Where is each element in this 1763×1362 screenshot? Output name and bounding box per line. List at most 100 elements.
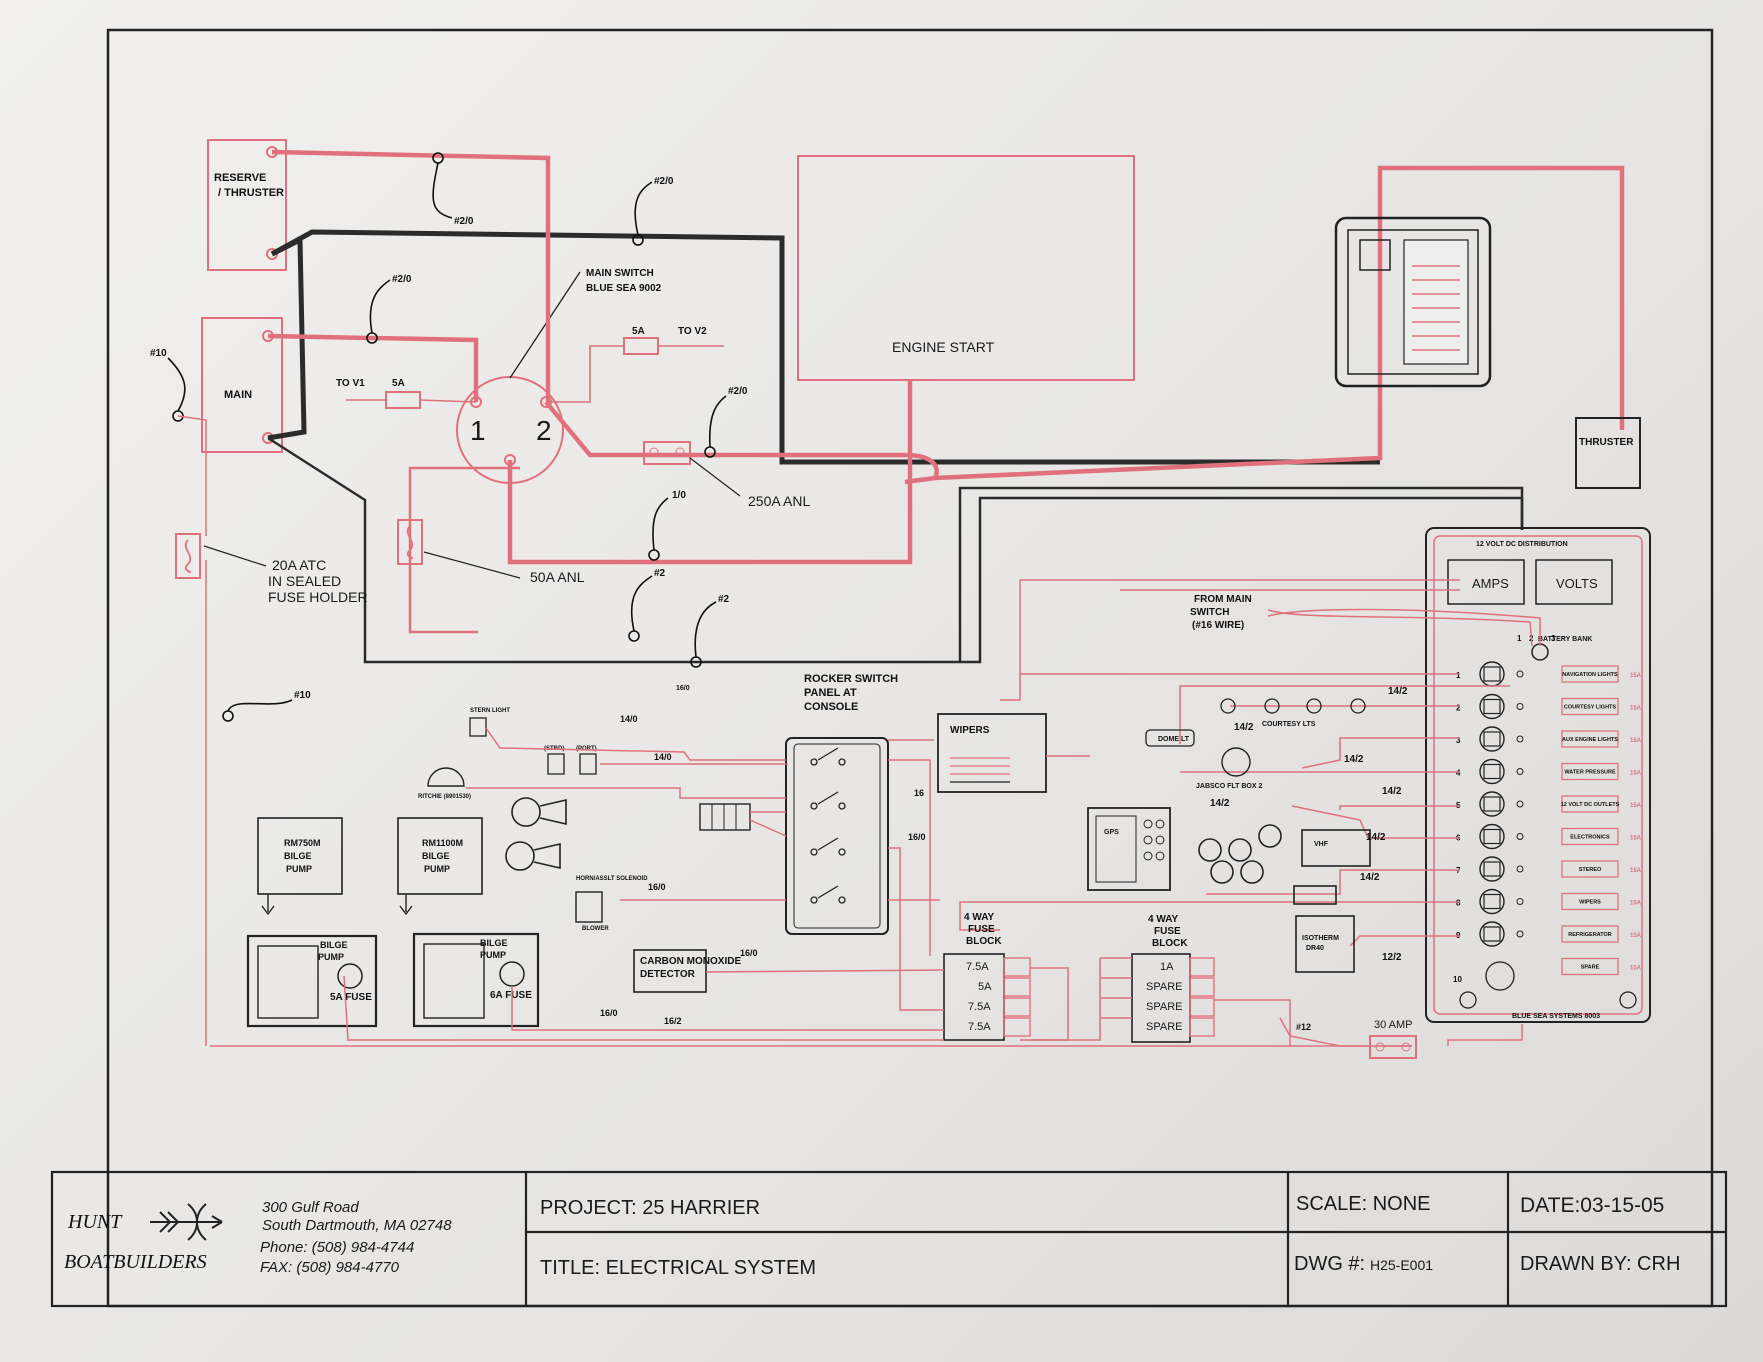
main-switch-label-2: BLUE SEA 9002	[586, 283, 662, 294]
circuit-label-plate	[1561, 957, 1619, 976]
fuse-v2-rating: 5A	[632, 326, 645, 337]
wire-14-2-d: 14/2	[1382, 786, 1402, 797]
stern-light-label: STERN LIGHT	[470, 708, 510, 714]
wire-12-2: 12/2	[1382, 952, 1402, 963]
ritchie-label: RITCHIE (8901530)	[418, 794, 471, 800]
rocker-label-2: PANEL AT	[804, 687, 857, 699]
bilge1-label-1: BILGE	[320, 940, 348, 950]
courtesy-lt-label: COURTESY LTS	[1262, 721, 1316, 728]
wire-14-0-b: 14/0	[654, 752, 672, 762]
fuse-block-right: 4 WAY FUSE BLOCK 1A SPARE SPARE SPARE	[1131, 914, 1215, 1043]
fb-left-title-2: FUSE	[968, 924, 995, 935]
jabsco-label: JABSCO FLT BOX 2	[1196, 783, 1262, 790]
wire-16-2: 16/2	[664, 1016, 682, 1026]
cable-tags	[167, 152, 727, 722]
breaker-toggle-icon	[1483, 926, 1501, 942]
breaker-icon	[1479, 693, 1505, 720]
rm1100-label-3: PUMP	[424, 864, 450, 874]
dome-light: DOME LT	[1145, 729, 1195, 747]
fuse-250a: 250A ANL	[643, 441, 810, 509]
circuit-label: AUX ENGINE LIGHTS	[1562, 737, 1618, 743]
wire-14-2-g: 14/2	[1360, 872, 1380, 883]
circuit-label: STEREO	[1579, 867, 1602, 873]
breaker-icon	[1479, 791, 1505, 817]
thruster-label: THRUSTER	[1579, 437, 1634, 448]
main-switch-label-1: MAIN SWITCH	[586, 268, 654, 279]
dwg-number: H25-E001	[1370, 1257, 1433, 1273]
circuit-label: COURTESY LIGHTS	[1564, 705, 1616, 711]
company-name-1: HUNT	[67, 1211, 123, 1233]
company-name-2: BOATBUILDERS	[64, 1251, 207, 1273]
fb-right-3: SPARE	[1146, 1001, 1182, 1013]
branch-wires	[177, 415, 1523, 1047]
main-switch: 1 2 MAIN SWITCH BLUE SEA 9002	[456, 268, 662, 484]
fuse-50a: 50A ANL	[397, 519, 585, 585]
breaker-toggle-icon	[1483, 666, 1501, 682]
wire-14-2-c: 14/2	[1344, 754, 1364, 765]
wire-12: #12	[1296, 1022, 1311, 1032]
rm1100-label-1: RM1100M	[422, 838, 463, 848]
fuse-20a-label-3: FUSE HOLDER	[268, 589, 368, 605]
stern-light: STERN LIGHT	[469, 708, 510, 737]
indicator-led-icon	[1516, 670, 1524, 678]
port-label: (PORT)	[576, 746, 597, 752]
circuit-label-plate	[1561, 925, 1619, 943]
fuse-250a-label: 250A ANL	[748, 493, 810, 509]
breaker-icon	[1479, 726, 1505, 752]
fuse-20a-label-1: 20A ATC	[272, 557, 326, 573]
breaker-toggle-icon	[1483, 731, 1501, 747]
fuse-v1-to: TO V1	[336, 378, 365, 389]
wire-16-0-a: 16/0	[648, 882, 666, 892]
circuit-number: 2	[1456, 704, 1461, 713]
thruster-panel	[1334, 216, 1492, 388]
stereo	[1293, 885, 1337, 905]
circuit-number: 8	[1456, 899, 1461, 908]
isotherm-label-2: DR40	[1306, 945, 1324, 952]
circuit-label: 12 VOLT DC OUTLETS	[1561, 802, 1620, 808]
breaker-icon	[1479, 856, 1505, 882]
circuit-amp-rating: 15A	[1630, 966, 1642, 972]
tag-start-cable: #2	[654, 568, 666, 579]
rocker-label-1: ROCKER SWITCH	[804, 673, 898, 685]
circuit-number: 3	[1456, 736, 1461, 745]
from-main-label-1: FROM MAIN	[1194, 594, 1252, 605]
tag-reserve-cable: #2/0	[454, 216, 474, 227]
indicator-led-icon	[1516, 703, 1524, 710]
circuit-amp-rating: 15A	[1630, 836, 1642, 842]
date-field: DATE:03-15-05	[1520, 1194, 1664, 1217]
fb-right-title-1: 4 WAY	[1148, 914, 1179, 925]
circuit-label-plate	[1561, 730, 1619, 748]
wire-16: 16	[914, 788, 924, 798]
bilge-switch-2: BILGE PUMP 6A FUSE	[412, 932, 540, 1028]
dwg-label: DWG #:	[1294, 1253, 1365, 1275]
dc-panel-title: 12 VOLT DC DISTRIBUTION	[1476, 541, 1568, 548]
title-block	[50, 1170, 1728, 1308]
circuit-number: 1	[1456, 671, 1461, 680]
tag-bus-neg: 16/0	[676, 685, 690, 692]
fb-left-3: 7.5A	[968, 1001, 991, 1013]
breaker-toggle-icon	[1483, 828, 1501, 845]
title-field: TITLE: ELECTRICAL SYSTEM	[540, 1257, 816, 1279]
switch-pos-2: 2	[536, 415, 552, 446]
ground-bus-cable	[267, 436, 1524, 664]
fb-right-1: 1A	[1160, 961, 1174, 973]
indicator-led-icon	[1516, 735, 1524, 743]
horn-solenoid-label: HORN/ASSLT SOLENOID	[576, 876, 648, 882]
circuit-amp-rating: 15A	[1630, 803, 1642, 809]
gps-unit: GPS	[1087, 807, 1171, 891]
wipers-label: WIPERS	[950, 725, 990, 736]
circuit-label-plate	[1561, 697, 1619, 716]
isotherm-label-1: ISOTHERM	[1302, 935, 1339, 942]
nav-light-port: (PORT)	[576, 746, 597, 775]
breaker-icon	[1479, 823, 1505, 850]
fuse-20a: 20A ATC IN SEALED FUSE HOLDER	[175, 533, 368, 605]
indicator-led-icon	[1516, 898, 1524, 905]
